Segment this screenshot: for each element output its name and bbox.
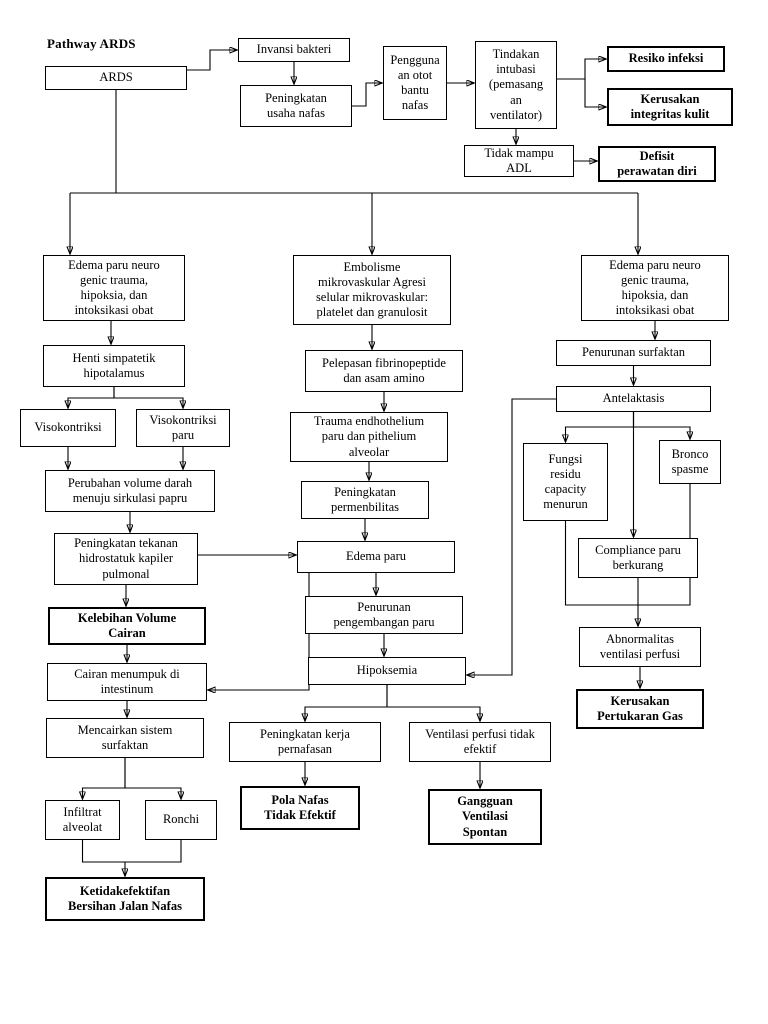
connector xyxy=(68,387,115,408)
connector xyxy=(352,83,382,107)
connector xyxy=(124,758,181,799)
connector xyxy=(81,840,126,876)
connector xyxy=(125,840,182,863)
connector xyxy=(187,50,237,71)
node-label: Edema paru xyxy=(345,549,407,564)
connector xyxy=(208,573,310,690)
node-label: Penurunan surfaktan xyxy=(581,345,686,360)
node-label: Antelaktasis xyxy=(602,391,665,406)
connector xyxy=(557,59,606,80)
node-edema_paru[interactable]: Edema paru xyxy=(297,541,455,573)
node-label: Hipoksemia xyxy=(356,663,418,678)
node-resiko_infeksi[interactable]: Resiko infeksi xyxy=(607,46,725,72)
node-hipoksemia[interactable]: Hipoksemia xyxy=(308,657,466,685)
node-label: Visokontriksi xyxy=(34,420,102,435)
node-label: Invansi bakteri xyxy=(256,42,332,57)
connector xyxy=(632,412,691,439)
connector xyxy=(467,398,556,675)
connector xyxy=(566,412,635,442)
node-ronchi[interactable]: Ronchi xyxy=(145,800,217,840)
node-visokontriksi[interactable]: Visokontriksi xyxy=(20,409,116,447)
connector xyxy=(305,685,388,721)
node-invansi[interactable]: Invansi bakteri xyxy=(238,38,350,62)
node-ards[interactable]: ARDS xyxy=(45,66,187,90)
node-antelaktasis[interactable]: Antelaktasis xyxy=(556,386,711,412)
page-title: Pathway ARDS xyxy=(47,36,136,51)
connector xyxy=(557,78,606,107)
connector xyxy=(113,387,183,408)
node-label: ARDS xyxy=(99,70,133,85)
node-penurunan_surf[interactable]: Penurunan surfaktan xyxy=(556,340,711,366)
connector xyxy=(386,685,480,721)
connector xyxy=(83,758,126,799)
node-label: Ronchi xyxy=(162,812,200,827)
node-label: Resiko infeksi xyxy=(628,51,704,66)
